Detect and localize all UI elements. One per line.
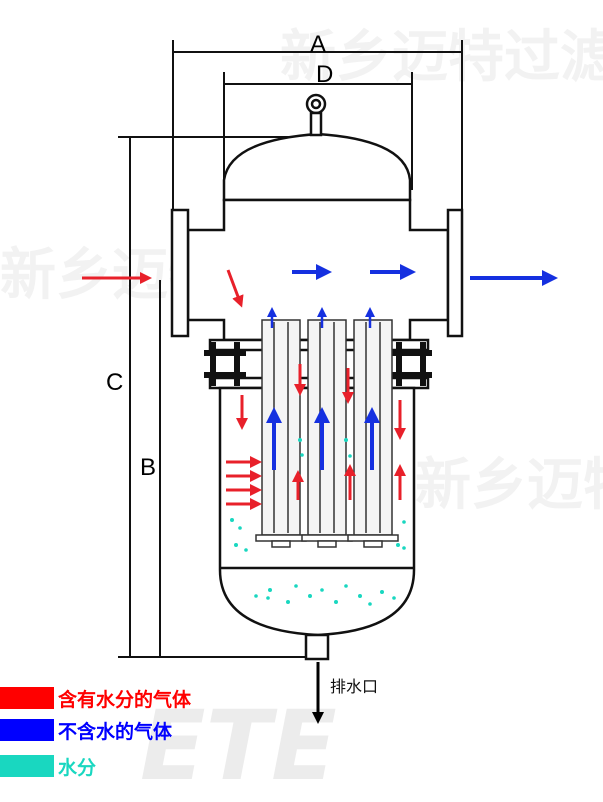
dimension-lines	[118, 40, 463, 658]
watermark-corner: ETE	[140, 690, 337, 802]
red-swatch-icon	[0, 687, 54, 709]
cyan-swatch-icon	[0, 755, 54, 777]
flange-bolts	[204, 342, 432, 386]
watermark-right: 新乡迈特过滤	[415, 453, 603, 518]
watermark-top: 新乡迈特过滤	[280, 25, 603, 90]
legend-wet-gas-label: 含有水分的气体	[58, 688, 192, 711]
dry-gas-arrows	[266, 264, 558, 470]
drain-label: 排水口	[330, 677, 378, 696]
legend-water: 水分	[0, 752, 96, 780]
dimension-d-label: D	[316, 61, 333, 88]
dimension-a-label: A	[310, 31, 326, 58]
water-droplets	[230, 438, 406, 606]
blue-swatch-icon	[0, 719, 54, 741]
legend-dry-gas-label: 不含水的气体	[58, 720, 173, 743]
wet-gas-arrows	[82, 269, 406, 510]
dimension-b-label: B	[140, 454, 156, 481]
legend-wet-gas: 含有水分的气体	[0, 684, 191, 712]
legend-dry-gas: 不含水的气体	[0, 716, 172, 744]
filter-cartridges	[255, 319, 399, 548]
dimension-c-label: C	[106, 369, 123, 396]
legend-water-label: 水分	[58, 756, 97, 779]
